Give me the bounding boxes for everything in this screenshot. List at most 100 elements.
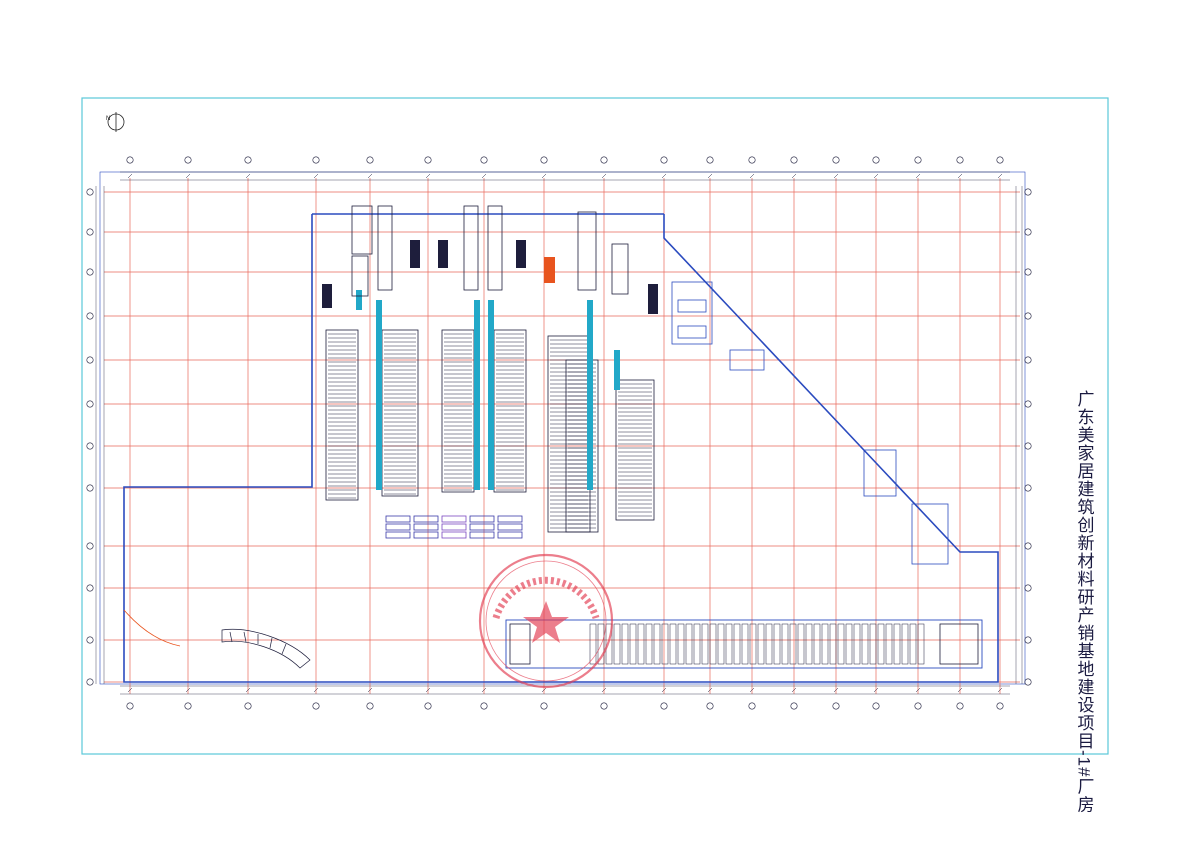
dimension-tick xyxy=(791,173,797,179)
conveyor-segment xyxy=(733,623,741,665)
dimension-tick xyxy=(185,173,191,179)
production-bay xyxy=(565,359,599,533)
orange-unit xyxy=(544,257,555,283)
north-arrow-icon: N xyxy=(106,112,125,132)
axis-bubble xyxy=(872,156,880,164)
conveyor-segment xyxy=(693,623,701,665)
dimension-tick xyxy=(367,173,373,179)
dimension-tick xyxy=(957,687,963,693)
project-title: 广东美家居建筑创新材料研产销基地建设项目-1#厂房 xyxy=(1074,390,1094,814)
axis-bubble xyxy=(660,702,668,710)
dimension-lines xyxy=(95,171,1023,695)
axis-bubble xyxy=(424,156,432,164)
rack-cell xyxy=(441,523,467,531)
axis-bubble xyxy=(914,702,922,710)
conveyor-segment xyxy=(909,623,917,665)
dimension-tick xyxy=(245,173,251,179)
conveyor-segment xyxy=(805,623,813,665)
conveyor-segment xyxy=(765,623,773,665)
svg-text:N: N xyxy=(106,116,110,122)
conveyor-segment xyxy=(813,623,821,665)
axis-bubble xyxy=(540,156,548,164)
dimension-tick xyxy=(957,173,963,179)
conveyor-frame xyxy=(505,619,983,669)
axis-bubble xyxy=(312,156,320,164)
axis-bubble xyxy=(996,156,1004,164)
axis-bubble xyxy=(184,156,192,164)
conveyor-segment xyxy=(829,623,837,665)
axis-bubble xyxy=(366,702,374,710)
office-room xyxy=(671,281,949,565)
dimension-tick xyxy=(601,687,607,693)
dimension-tick xyxy=(833,173,839,179)
axis-bubble xyxy=(86,356,94,364)
dimension-tick xyxy=(425,173,431,179)
drawing-border xyxy=(81,97,1109,755)
axis-bubble xyxy=(1024,584,1032,592)
conveyor-segment xyxy=(861,623,869,665)
dimension-tick xyxy=(425,687,431,693)
conveyor-segment xyxy=(869,623,877,665)
production-bay xyxy=(493,329,527,493)
conveyor-segment xyxy=(749,623,757,665)
grid-lines-vertical xyxy=(129,178,1001,694)
conveyor-segment xyxy=(837,623,845,665)
conveyor-segment xyxy=(741,623,749,665)
conveyor-segment xyxy=(917,623,925,665)
dimension-tick xyxy=(997,173,1003,179)
dimension-tick xyxy=(481,173,487,179)
axis-bubble xyxy=(86,442,94,450)
axis-bubble xyxy=(184,702,192,710)
conveyor-segment xyxy=(797,623,805,665)
axis-bubble xyxy=(706,702,714,710)
axis-bubble xyxy=(480,702,488,710)
conveyor-segment xyxy=(645,623,653,665)
rack-cell xyxy=(385,523,411,531)
production-bay xyxy=(547,335,591,533)
axis-bubble xyxy=(126,702,134,710)
conveyor-segment xyxy=(685,623,693,665)
axis-bubble xyxy=(790,702,798,710)
dimension-tick xyxy=(915,173,921,179)
axis-bubble xyxy=(706,156,714,164)
stair-ramp xyxy=(221,628,311,669)
conveyor-segment xyxy=(677,623,685,665)
dimension-tick xyxy=(481,687,487,693)
dimension-tick xyxy=(707,687,713,693)
axis-bubble xyxy=(956,702,964,710)
axis-bubble xyxy=(748,156,756,164)
conveyor-segment xyxy=(597,623,605,665)
axis-bubble xyxy=(914,156,922,164)
rack-cell xyxy=(469,523,495,531)
axis-bubble xyxy=(86,636,94,644)
axis-bubble xyxy=(600,156,608,164)
axis-bubble xyxy=(86,400,94,408)
rack-cell xyxy=(385,531,411,539)
conveyor-segment xyxy=(893,623,901,665)
dimension-tick xyxy=(245,687,251,693)
axis-bubble xyxy=(86,268,94,276)
rack-cell xyxy=(413,531,439,539)
production-bay xyxy=(615,379,655,521)
production-bay xyxy=(441,329,475,493)
conveyor-segment xyxy=(629,623,637,665)
dimension-tick xyxy=(833,687,839,693)
black-units xyxy=(322,240,658,314)
conveyor-segment xyxy=(709,623,717,665)
axis-bubble xyxy=(832,156,840,164)
rack-cell xyxy=(469,531,495,539)
conveyor-segment xyxy=(669,623,677,665)
axis-bubble xyxy=(600,702,608,710)
top-machines xyxy=(351,205,629,297)
cyan-bays xyxy=(356,290,620,490)
axis-bubble xyxy=(996,702,1004,710)
axis-bubble xyxy=(540,702,548,710)
axis-bubble xyxy=(86,228,94,236)
dimension-tick xyxy=(541,173,547,179)
production-lines xyxy=(325,329,655,533)
axis-bubble xyxy=(1024,268,1032,276)
axis-bubble xyxy=(748,702,756,710)
conveyor-end xyxy=(939,623,979,665)
grid-lines-horizontal xyxy=(104,191,1020,683)
drawing-title-block: 广东美家居建筑创新材料研产销基地建设项目-1#厂房 xyxy=(1064,390,1104,814)
